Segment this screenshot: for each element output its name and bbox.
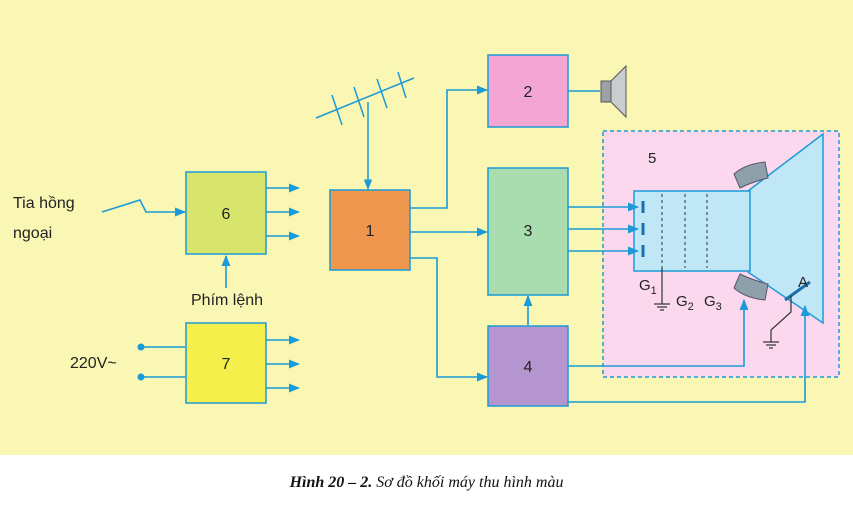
grid-2-label: G2 [676, 293, 694, 313]
diagram-area: 5 G1 G2 G3 A [0, 0, 853, 455]
tv-block-diagram: 5 G1 G2 G3 A [13, 54, 840, 407]
block-1: 1 [329, 189, 411, 271]
antenna-icon [315, 71, 415, 191]
grid-3-label: G3 [704, 293, 722, 313]
ground-icon [654, 268, 670, 311]
mains-label: 220V~ [70, 355, 117, 372]
block-6-number: 6 [222, 206, 231, 223]
block-6: 6 [185, 171, 267, 255]
figure-caption: Hình 20 – 2. Sơ đồ khối máy thu hình màu [0, 474, 853, 492]
block-1-number: 1 [366, 223, 375, 240]
block-2-number: 2 [524, 84, 533, 101]
command-keys-label: Phím lệnh [191, 292, 263, 309]
caption-label: Hình 20 – 2. [289, 474, 373, 491]
block-7-number: 7 [222, 356, 231, 373]
block-4: 4 [487, 325, 569, 407]
caption-text: Sơ đồ khối máy thu hình màu [372, 474, 564, 491]
crt-tube-icon [633, 132, 824, 325]
block-3: 3 [487, 167, 569, 296]
ir-label-line1: Tia hồng [13, 195, 75, 212]
ground-icon [763, 296, 792, 349]
block-2: 2 [487, 54, 569, 128]
block-5-number: 5 [648, 150, 656, 167]
block-3-number: 3 [524, 223, 533, 240]
speaker-icon [600, 64, 627, 119]
grid-1-label: G1 [639, 277, 657, 297]
ir-label-line2: ngoại [13, 225, 52, 242]
anode-label: A [798, 274, 808, 291]
block-7: 7 [185, 322, 267, 404]
block-4-number: 4 [524, 359, 533, 376]
